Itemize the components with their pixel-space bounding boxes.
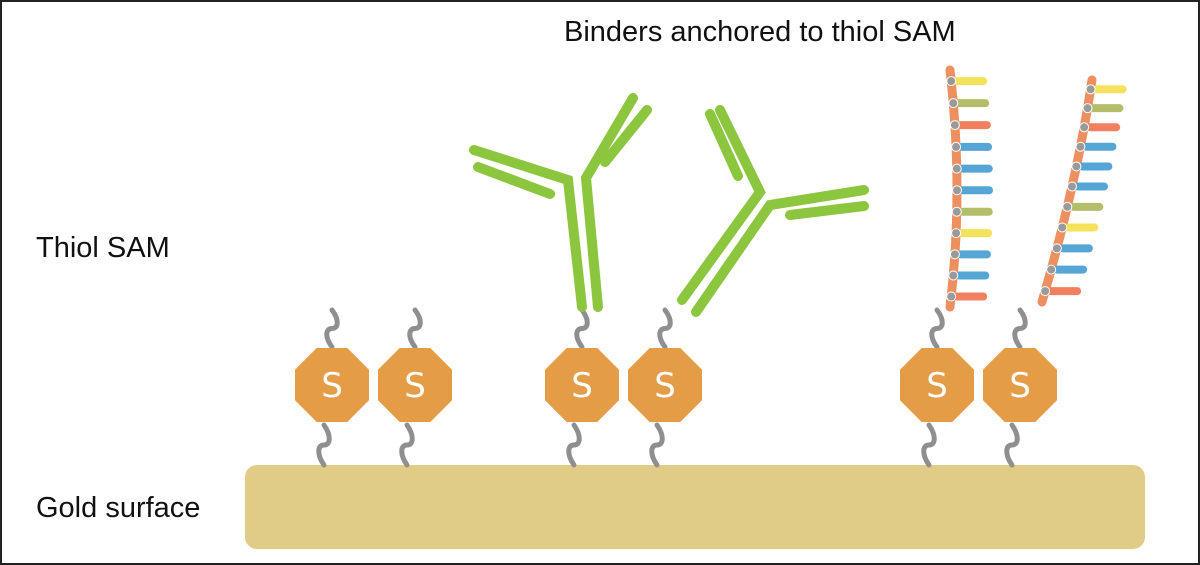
upper-linker xyxy=(574,307,590,350)
sulfur-atom xyxy=(378,348,452,422)
nucleotide-base xyxy=(1053,265,1088,274)
nucleotide-base xyxy=(953,292,988,301)
nucleotide-base xyxy=(1047,287,1082,296)
nucleotide-base xyxy=(958,142,993,151)
thiol-molecule: S xyxy=(900,307,974,468)
phosphate-group xyxy=(1082,103,1093,114)
phosphate-group xyxy=(951,228,962,239)
phosphate-group xyxy=(952,185,962,196)
antibody-heavy-chain xyxy=(677,105,766,305)
diagram-title: Binders anchored to thiol SAM xyxy=(564,16,956,48)
nucleotide-base xyxy=(955,271,990,280)
nucleotide-base xyxy=(958,229,993,238)
lower-linker xyxy=(1004,422,1020,468)
nucleotide-base xyxy=(1069,202,1104,211)
antibody xyxy=(677,105,869,317)
nucleotide-base xyxy=(1074,182,1108,191)
lower-linker xyxy=(566,422,582,468)
upper-linker xyxy=(324,307,340,350)
lower-linker xyxy=(921,422,937,468)
phosphate-group xyxy=(948,98,959,109)
sulfur-symbol: S xyxy=(926,366,948,406)
phosphate-group xyxy=(1067,181,1077,192)
phosphate-group xyxy=(951,141,962,152)
phosphate-group xyxy=(1046,264,1057,275)
nucleotide-base xyxy=(1058,244,1093,253)
nucleotide-base xyxy=(1089,104,1124,113)
upper-linker xyxy=(1012,307,1028,350)
phosphate-group xyxy=(1062,201,1073,212)
thiol-molecule: S xyxy=(378,307,452,468)
phosphate-group xyxy=(949,249,960,260)
nucleotide-base xyxy=(955,99,990,108)
upper-linker xyxy=(407,307,423,350)
antibody-light-chain xyxy=(600,105,652,167)
phosphate-group xyxy=(1075,141,1086,152)
sulfur-atom xyxy=(900,348,974,422)
nucleotide-base xyxy=(1086,123,1121,132)
lower-linker xyxy=(649,422,665,468)
antibody-light-chain xyxy=(705,109,743,181)
phosphate-group xyxy=(1085,84,1096,95)
phosphate-group xyxy=(949,120,960,131)
thiol-molecule: S xyxy=(628,307,702,468)
nucleotide-base xyxy=(958,164,993,173)
lower-linker xyxy=(316,422,332,468)
upper-linker xyxy=(929,307,945,350)
nucleotide-base xyxy=(1064,223,1099,232)
nucleotide-base xyxy=(1082,142,1117,151)
sulfur-symbol: S xyxy=(1009,366,1031,406)
phosphate-group xyxy=(1057,222,1068,233)
phosphate-group xyxy=(946,291,957,302)
aptamer xyxy=(1037,75,1127,307)
gold-surface-label: Gold surface xyxy=(36,492,201,524)
antibody-heavy-chain xyxy=(469,145,587,312)
phosphate-group xyxy=(946,76,957,87)
antibody-heavy-chain xyxy=(580,93,638,312)
phosphate-group xyxy=(951,163,962,174)
nucleotide-base xyxy=(956,121,991,130)
antibody-light-chain xyxy=(473,162,555,199)
sulfur-atom xyxy=(295,348,369,422)
sulfur-symbol: S xyxy=(404,366,426,406)
nucleotide-base xyxy=(1092,85,1127,94)
lower-linker xyxy=(399,422,415,468)
thiol-molecule: S xyxy=(983,307,1057,468)
sulfur-atom xyxy=(983,348,1057,422)
phosphate-group xyxy=(948,270,959,281)
nucleotide-base xyxy=(953,77,988,86)
phosphate-group xyxy=(1079,122,1090,133)
nucleotide-base xyxy=(958,207,993,216)
thiol-sam-label: Thiol SAM xyxy=(36,232,170,264)
phosphate-group xyxy=(951,206,962,217)
thiol-molecule: S xyxy=(295,307,369,468)
nucleotide-base xyxy=(959,186,993,195)
phosphate-group xyxy=(1040,286,1051,297)
thiol-molecule: S xyxy=(545,307,619,468)
nucleotide-base xyxy=(1078,162,1113,171)
sulfur-symbol: S xyxy=(571,366,593,406)
sulfur-symbol: S xyxy=(654,366,676,406)
phosphate-group xyxy=(1071,161,1082,172)
antibody xyxy=(469,93,652,312)
sulfur-symbol: S xyxy=(321,366,343,406)
upper-linker xyxy=(657,307,673,350)
nucleotide-base xyxy=(956,250,991,259)
antibody-heavy-chain xyxy=(691,185,869,317)
sulfur-atom xyxy=(628,348,702,422)
phosphate-group xyxy=(1051,243,1062,254)
aptamer xyxy=(945,65,993,312)
antibody-light-chain xyxy=(785,201,869,220)
gold-surface xyxy=(245,465,1145,549)
sulfur-atom xyxy=(545,348,619,422)
